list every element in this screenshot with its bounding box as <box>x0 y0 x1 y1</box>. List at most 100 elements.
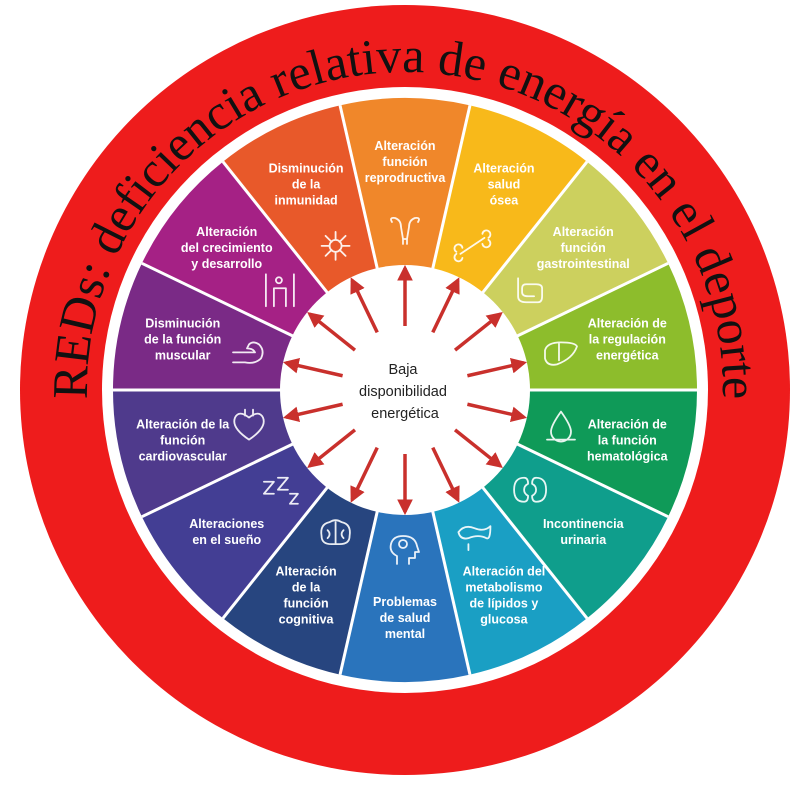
segment-divider <box>427 104 472 287</box>
segment-label-line: del crecimiento <box>181 241 273 255</box>
segment-lipidos <box>428 472 588 675</box>
segment-cardiovascular <box>113 390 310 517</box>
segment-label-line: metabolismo <box>465 580 542 594</box>
sleep-zzz-icon <box>263 476 299 505</box>
segment-label-line: la regulación <box>589 332 666 346</box>
segment-label-line: de la <box>292 580 322 594</box>
segment-label-line: gastrointestinal <box>537 257 630 271</box>
virus-icon <box>320 230 351 261</box>
center-label: Baja disponibilidad energética <box>359 362 451 422</box>
segment-divider <box>469 471 589 620</box>
arrow-to-crecimiento <box>307 311 357 352</box>
segment-label-line: glucosa <box>480 612 528 626</box>
center-circle <box>280 265 530 515</box>
arrow-to-sueno <box>307 428 357 469</box>
segment-label-line: cognitiva <box>279 612 335 626</box>
segment-dividers <box>113 104 697 676</box>
head-brain-icon <box>389 535 420 565</box>
segment-divider <box>338 104 383 287</box>
arrow-to-energetica <box>467 357 528 378</box>
segment-hematologica <box>500 390 697 517</box>
segment-label-reproductiva: Alteración función reprodructiva <box>365 139 447 185</box>
segment-divider <box>499 261 669 346</box>
segment-label-line: Problemas <box>373 595 437 609</box>
segment-icons <box>232 216 578 565</box>
arrow-to-osea <box>431 277 460 334</box>
segment-inmunidad <box>222 105 382 308</box>
segment-label-line: Alteración <box>553 225 614 239</box>
segment-reproductiva <box>340 98 470 287</box>
segment-label-line: muscular <box>155 348 211 362</box>
heart-icon <box>233 408 265 441</box>
segment-label-line: de lípidos y <box>470 596 539 610</box>
muscle-arm-icon <box>232 341 264 364</box>
segment-osea <box>428 105 588 308</box>
segment-label-urinaria: Incontinencia urinaria <box>543 517 625 547</box>
segment-label-line: función <box>382 155 427 169</box>
growth-icon <box>265 273 295 308</box>
segment-label-line: reprodructiva <box>365 171 447 185</box>
segment-divider <box>221 160 341 309</box>
segment-label-line: Alteración <box>374 139 435 153</box>
segment-label-line: la función <box>598 434 657 448</box>
segment-label-line: en el sueño <box>192 533 261 547</box>
segment-label-line: Disminución <box>145 316 220 330</box>
segment-gastro <box>471 161 669 345</box>
segment-label-line: Alteración de la <box>136 418 230 432</box>
segment-urinaria <box>471 435 669 619</box>
center-label-line-3: energética <box>371 406 440 422</box>
segment-label-line: hematológica <box>587 450 669 464</box>
arrow-to-lipidos <box>431 446 460 503</box>
segment-label-line: de la <box>292 178 322 192</box>
segment-label-line: Alteración de <box>588 316 667 330</box>
segment-label-line: Alteración del <box>463 564 546 578</box>
segment-label-line: función <box>284 596 329 610</box>
arrow-to-cardiovascular <box>282 402 343 423</box>
segment-divider <box>499 434 669 519</box>
bone-icon <box>453 229 492 263</box>
arrow-to-urinaria <box>453 428 503 469</box>
uterus-icon <box>390 216 420 245</box>
segment-divider <box>469 160 589 309</box>
segment-label-sueno: Alteraciones en el sueño <box>189 517 264 547</box>
segment-label-line: Alteraciones <box>189 517 264 531</box>
arrow-to-hematologica <box>467 402 528 423</box>
segment-label-line: Alteración <box>196 225 257 239</box>
segment-label-line: función <box>561 241 606 255</box>
segment-label-line: Disminución <box>269 162 344 176</box>
segment-label-line: Alteración <box>276 564 337 578</box>
center-arrows <box>282 264 528 516</box>
segment-divider <box>221 471 341 620</box>
segment-label-line: ósea <box>490 194 520 208</box>
center-label-line-1: Baja <box>388 362 418 378</box>
arrow-to-cognitiva <box>350 446 379 503</box>
center-label-line-2: disponibilidad <box>359 384 447 400</box>
segment-label-line: Incontinencia <box>543 517 625 531</box>
segment-label-line: cardiovascular <box>139 450 227 464</box>
kidney-icon <box>513 476 547 503</box>
segment-crecimiento <box>141 161 339 345</box>
segment-divider <box>338 493 383 676</box>
arrow-to-muscular <box>282 357 343 378</box>
segment-energetica <box>500 263 697 390</box>
segment-divider <box>141 261 311 346</box>
segment-label-line: inmunidad <box>274 194 337 208</box>
blood-drop-icon <box>546 410 576 443</box>
segment-label-hematologica: Alteración de la función hematológica <box>587 418 669 464</box>
segment-label-line: Alteración <box>473 162 534 176</box>
segment-label-line: Alteración de <box>588 418 667 432</box>
segment-label-line: urinaria <box>560 533 607 547</box>
liver-icon <box>544 341 578 366</box>
arrow-to-gastro <box>453 311 503 352</box>
segment-mental <box>340 493 470 682</box>
brain-icon <box>320 519 351 546</box>
arrow-to-inmunidad <box>350 277 379 334</box>
segment-divider <box>141 434 311 519</box>
segment-cognitiva <box>222 472 382 675</box>
